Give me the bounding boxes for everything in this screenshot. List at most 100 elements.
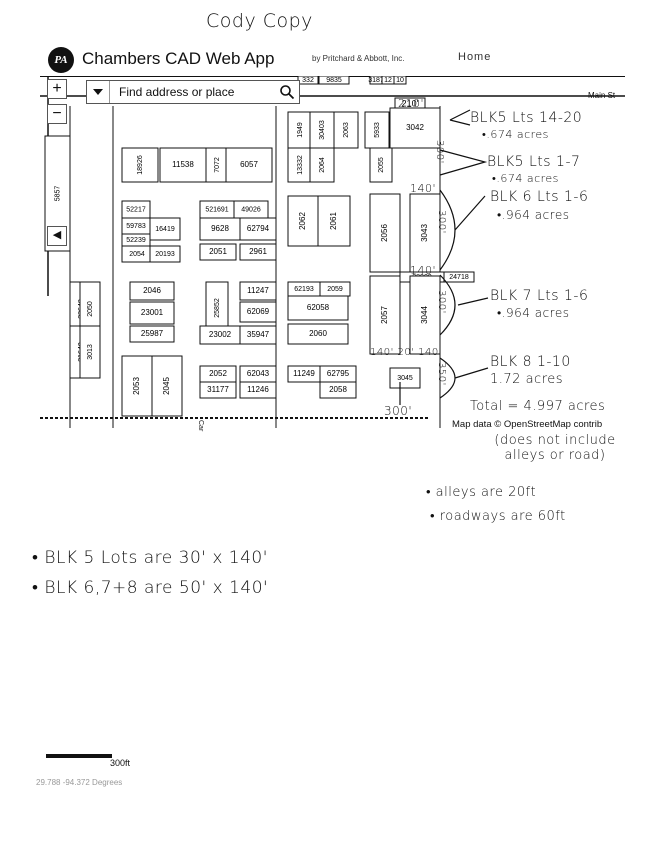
app-logo[interactable]: PA (48, 47, 74, 73)
parcel-outline[interactable] (239, 243, 277, 261)
parcel-outline[interactable] (409, 275, 441, 355)
parcel-outline[interactable] (369, 147, 393, 183)
parcel-outline[interactable] (317, 195, 351, 247)
parcel-id-label: 2059 (327, 286, 343, 293)
parcel-id-label: 9835 (326, 77, 342, 84)
parcel-id-label: 62794 (247, 224, 270, 233)
parcel-outline[interactable] (309, 111, 335, 149)
parcel-outline[interactable] (151, 355, 183, 417)
search-input[interactable]: Find address or place (119, 85, 235, 99)
parcel-id-label: 2063 (343, 122, 350, 138)
parcel-id-label: 12 (384, 77, 392, 84)
street-label: Main St (588, 91, 616, 100)
pan-left-icon[interactable]: ◀ (47, 226, 67, 246)
parcel-id-label: 5857 (54, 186, 61, 202)
parcel-id-label: 2053 (132, 377, 141, 395)
dimension-label: 300' (436, 290, 447, 314)
parcel-id-label: 2961 (249, 247, 267, 256)
annotation-blk5-1-7: BLK5 Lts 1-7 (487, 154, 581, 170)
home-link[interactable]: Home (458, 51, 492, 63)
parcel-outline[interactable] (443, 271, 475, 283)
cross-street-label: Car (197, 420, 204, 432)
parcel-outline[interactable] (149, 217, 181, 241)
parcel-outline[interactable] (239, 281, 277, 301)
search-box[interactable]: Find address or place (86, 80, 300, 104)
parcel-outline[interactable] (129, 281, 175, 301)
parcel-outline[interactable] (79, 325, 101, 379)
parcel-id-label: 11538 (172, 160, 194, 169)
annotation-lots-blk5: • BLK 5 Lots are 30' x 140' (32, 548, 268, 568)
parcel-id-label: 2054 (129, 251, 145, 258)
zoom-out-button[interactable]: − (47, 104, 67, 124)
parcel-outline[interactable] (121, 147, 159, 183)
parcel-id-label: 62058 (307, 303, 330, 312)
parcel-id-label: 2057 (380, 306, 389, 324)
parcel-id-label: 1949 (297, 122, 304, 138)
parcel-id-label: 2058 (329, 385, 347, 394)
parcel-id-label: 3044 (420, 306, 429, 324)
parcel-outline[interactable] (287, 323, 349, 345)
parcel-outline[interactable] (199, 243, 237, 261)
annotation-blk5-14-20-acres: •.674 acres (482, 128, 549, 141)
parcel-id-label: 2055 (378, 157, 385, 173)
parcel-outline[interactable] (129, 325, 175, 343)
parcel-outline[interactable] (287, 295, 349, 321)
annotation-alleys: • alleys are 20ft (426, 485, 537, 500)
parcel-id-label: 13332 (297, 155, 304, 175)
menu-caret-icon[interactable] (87, 81, 110, 103)
parcel-id-label: 49026 (241, 206, 261, 213)
parcel-id-label: 24718 (449, 274, 469, 281)
parcel-id-label: 3042 (406, 123, 424, 132)
parcel-outline[interactable] (369, 193, 401, 273)
parcel-outline[interactable] (318, 76, 350, 85)
parcel-outline[interactable] (239, 301, 277, 323)
parcel-id-label: 2062 (298, 212, 307, 230)
parcel-id-label: 62193 (294, 286, 314, 293)
parcel-id-label: 332 (302, 77, 314, 84)
parcel-outline[interactable] (287, 147, 313, 183)
parcel-id-label: 62043 (247, 369, 270, 378)
parcel-id-label: 62795 (327, 369, 350, 378)
annotation-bracket (439, 357, 489, 399)
parcel-id-label: 25987 (141, 329, 164, 338)
parcel-outline[interactable] (389, 107, 441, 149)
parcel-outline[interactable] (129, 301, 175, 325)
search-icon[interactable] (279, 84, 295, 100)
annotation-lots-blk678: • BLK 6,7+8 are 50' x 140' (32, 578, 269, 598)
parcel-outline[interactable] (225, 147, 273, 183)
parcel-outline[interactable] (287, 111, 313, 149)
parcel-id-label: 35947 (247, 330, 270, 339)
parcel-outline[interactable] (239, 381, 277, 399)
dimension-label: 300' (436, 210, 447, 234)
dimension-label: 140' (410, 182, 437, 195)
parcel-id-label: 52239 (126, 237, 146, 244)
parcel-id-label: 2051 (209, 247, 227, 256)
map-attribution[interactable]: Map data © OpenStreetMap contrib (452, 419, 603, 430)
app-title: Chambers CAD Web App (82, 49, 275, 68)
annotation-note: (does not include alleys or road) (494, 433, 616, 463)
parcel-id-label: 9628 (211, 224, 229, 233)
dimension-label: 300' (434, 140, 445, 164)
parcel-outline[interactable] (333, 111, 359, 149)
parcel-id-label: 62069 (247, 307, 270, 316)
zoom-in-button[interactable]: + (47, 79, 67, 99)
parcel-id-label: 2060 (309, 329, 327, 338)
parcel-outline[interactable] (389, 367, 421, 389)
parcel-outline[interactable] (409, 193, 441, 273)
parcel-id-label: 2046 (143, 286, 161, 295)
parcel-outline[interactable] (149, 245, 181, 263)
handwritten-title: Cody Copy (206, 10, 313, 32)
parcel-outline[interactable] (199, 381, 237, 399)
annotation-blk8-acres: 1.72 acres (490, 372, 564, 387)
parcel-outline[interactable] (364, 111, 390, 149)
parcel-outline[interactable] (239, 325, 277, 345)
dimension-label: 140' 20' 140' (370, 347, 443, 358)
parcel-outline[interactable] (309, 147, 335, 183)
parcel-outline[interactable] (239, 217, 277, 241)
parcel-outline[interactable] (369, 275, 401, 355)
parcel-outline[interactable] (319, 381, 357, 399)
annotation-blk5-14-20: BLK5 Lts 14-20 (470, 110, 583, 126)
parcel-outline[interactable] (393, 76, 407, 85)
